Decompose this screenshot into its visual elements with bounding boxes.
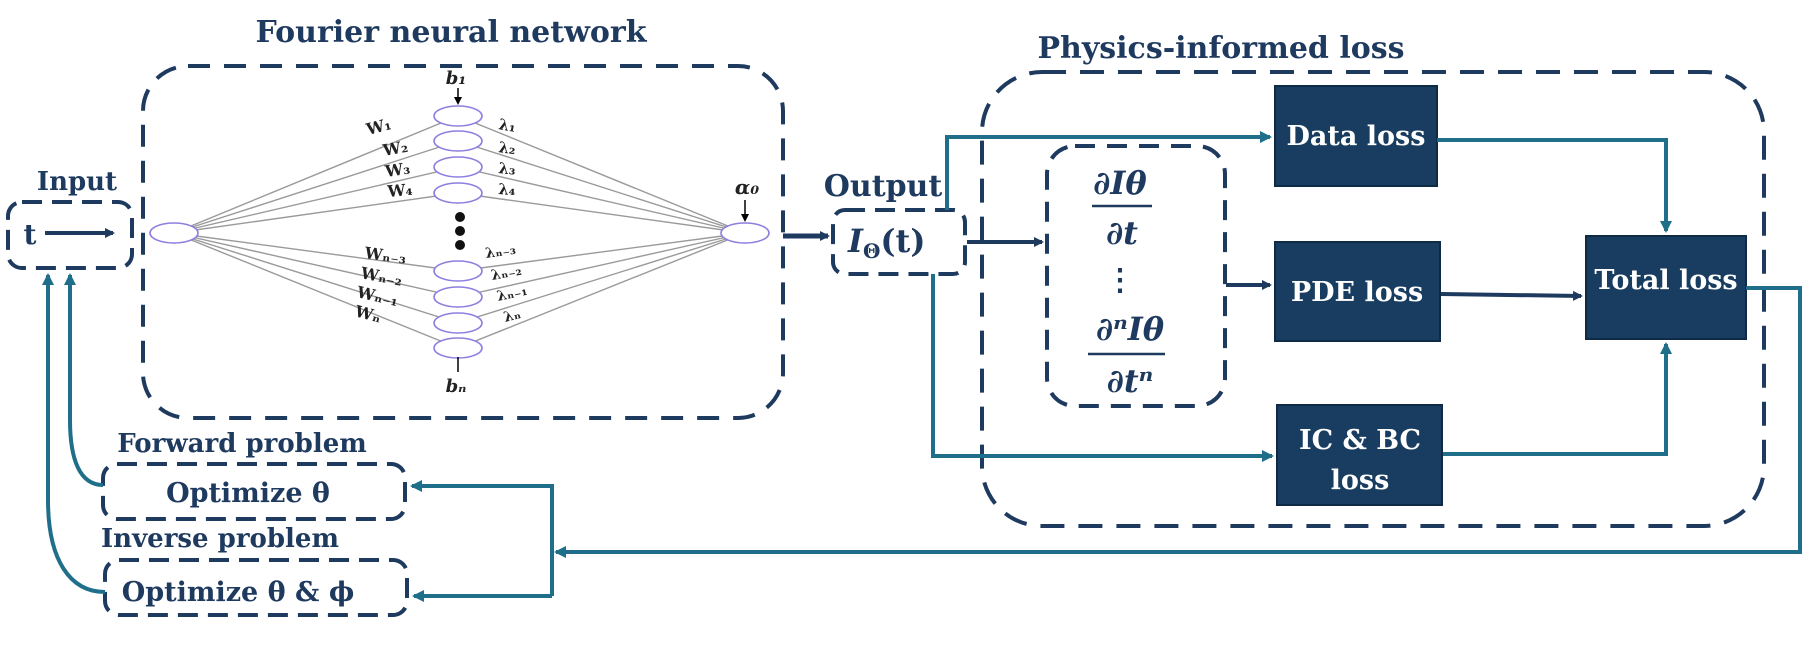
output-to-icbc-arrow [931, 274, 1274, 462]
network-nodes [149, 105, 770, 359]
input-label: Input [37, 167, 117, 197]
fnn-title: Fourier neural network [256, 15, 648, 50]
hidden-node-2 [433, 130, 483, 152]
output-box [831, 208, 967, 276]
output-edge-4 [457, 192, 746, 234]
alpha-label: α₀ [735, 175, 759, 199]
data-loss-box [1274, 85, 1438, 187]
physics-title: Physics-informed loss [1037, 31, 1404, 66]
output-edge-2 [457, 140, 746, 234]
input-node [149, 222, 199, 244]
weight-label-w4: W₄ [386, 180, 414, 201]
network-edges [173, 115, 746, 349]
output-func-sub: Θ [863, 239, 880, 263]
inverse-problem-label: Inverse problem [101, 524, 339, 554]
output-edge-7 [457, 232, 746, 324]
hidden-dot-1 [455, 212, 465, 222]
derivatives-box [1045, 144, 1227, 408]
bias-top-label: b₁ [446, 68, 466, 89]
input-edge-2 [173, 140, 459, 234]
pde-loss-label: PDE loss [1291, 277, 1423, 308]
hidden-dot-3 [455, 240, 465, 250]
output-edge-5 [457, 232, 746, 272]
lambda-label-3: λ₃ [498, 159, 517, 179]
hidden-node-5 [433, 260, 483, 282]
bias-bottom-label: bₙ [446, 376, 467, 397]
forward-optimize-text: Optimize θ [166, 478, 330, 509]
output-edge-1 [457, 115, 746, 234]
output-to-data-loss-arrow [945, 131, 1272, 210]
inverse-to-input-arrow [42, 273, 106, 594]
output-func-arg: (t) [880, 222, 925, 260]
lambda-label-1: λ₁ [497, 115, 517, 136]
output-func-symbol: I [847, 222, 864, 260]
input-edge-5 [173, 232, 459, 272]
lambda-label-2: λ₂ [497, 138, 516, 158]
nth-derivative-denominator: ∂tⁿ [1107, 362, 1154, 400]
forward-to-input-arrow [64, 273, 104, 487]
total-feedback-arrow [554, 286, 1802, 558]
inverse-optimize-box [103, 558, 409, 617]
hidden-node-6 [433, 286, 483, 308]
icbc-to-total-arrow [1443, 342, 1672, 456]
input-edge-4 [173, 192, 459, 234]
icbc-loss-label-line1: IC & BC [1299, 425, 1421, 456]
forward-problem-label: Forward problem [117, 429, 367, 459]
forward-optimize-box [101, 462, 407, 521]
lambda-label-n: λₙ [502, 306, 522, 326]
hidden-dot-2 [455, 226, 465, 236]
output-label: Output [824, 169, 943, 204]
input-var: t [24, 218, 37, 251]
inverse-optimize-text: Optimize θ & ϕ [122, 577, 354, 608]
pde-loss-box [1274, 241, 1441, 342]
hidden-node-7 [433, 312, 483, 334]
output-func: IΘ(t) [847, 222, 925, 263]
physics-container [980, 70, 1766, 528]
input-box [6, 200, 134, 270]
pde-to-total-arrow [1440, 290, 1583, 301]
fnn-container [141, 64, 785, 420]
first-derivative-numerator: ∂Iθ [1093, 164, 1147, 202]
lambda-label-n2: λₙ₋₂ [490, 263, 523, 284]
hidden-node-1 [433, 105, 483, 127]
output-edge-8 [457, 232, 746, 349]
output-node [720, 222, 770, 244]
derivative-dots: ⋮ [1105, 263, 1135, 298]
input-edge-8 [173, 232, 459, 349]
data-to-total-arrow [1437, 138, 1672, 233]
output-edge-3 [457, 166, 746, 234]
total-loss-box [1585, 235, 1747, 340]
total-loss-label: Total loss [1594, 265, 1737, 296]
input-edge-3 [173, 166, 459, 234]
output-edge-6 [457, 232, 746, 298]
lambda-label-n3: λₙ₋₃ [484, 242, 517, 262]
feedback-to-forward-arrow [410, 480, 554, 492]
input-edge-6 [173, 232, 459, 298]
lambda-label-4: λ₄ [498, 180, 517, 199]
nth-derivative-numerator: ∂ⁿIθ [1096, 310, 1165, 348]
input-edge-7 [173, 232, 459, 324]
hidden-node-4 [433, 182, 483, 204]
input-edge-1 [173, 115, 459, 234]
first-derivative-denominator: ∂t [1106, 214, 1138, 252]
icbc-loss-label-line2: loss [1331, 465, 1390, 496]
data-loss-label: Data loss [1287, 121, 1426, 152]
weight-label-w2: W₂ [380, 137, 409, 160]
weight-label-w1: W₁ [363, 114, 393, 139]
lambda-label-n1: λₙ₋₁ [496, 283, 529, 305]
hidden-node-3 [433, 156, 483, 178]
hidden-node-8 [433, 337, 483, 359]
icbc-loss-box [1276, 404, 1443, 506]
weight-label-w3: W₃ [383, 159, 411, 181]
